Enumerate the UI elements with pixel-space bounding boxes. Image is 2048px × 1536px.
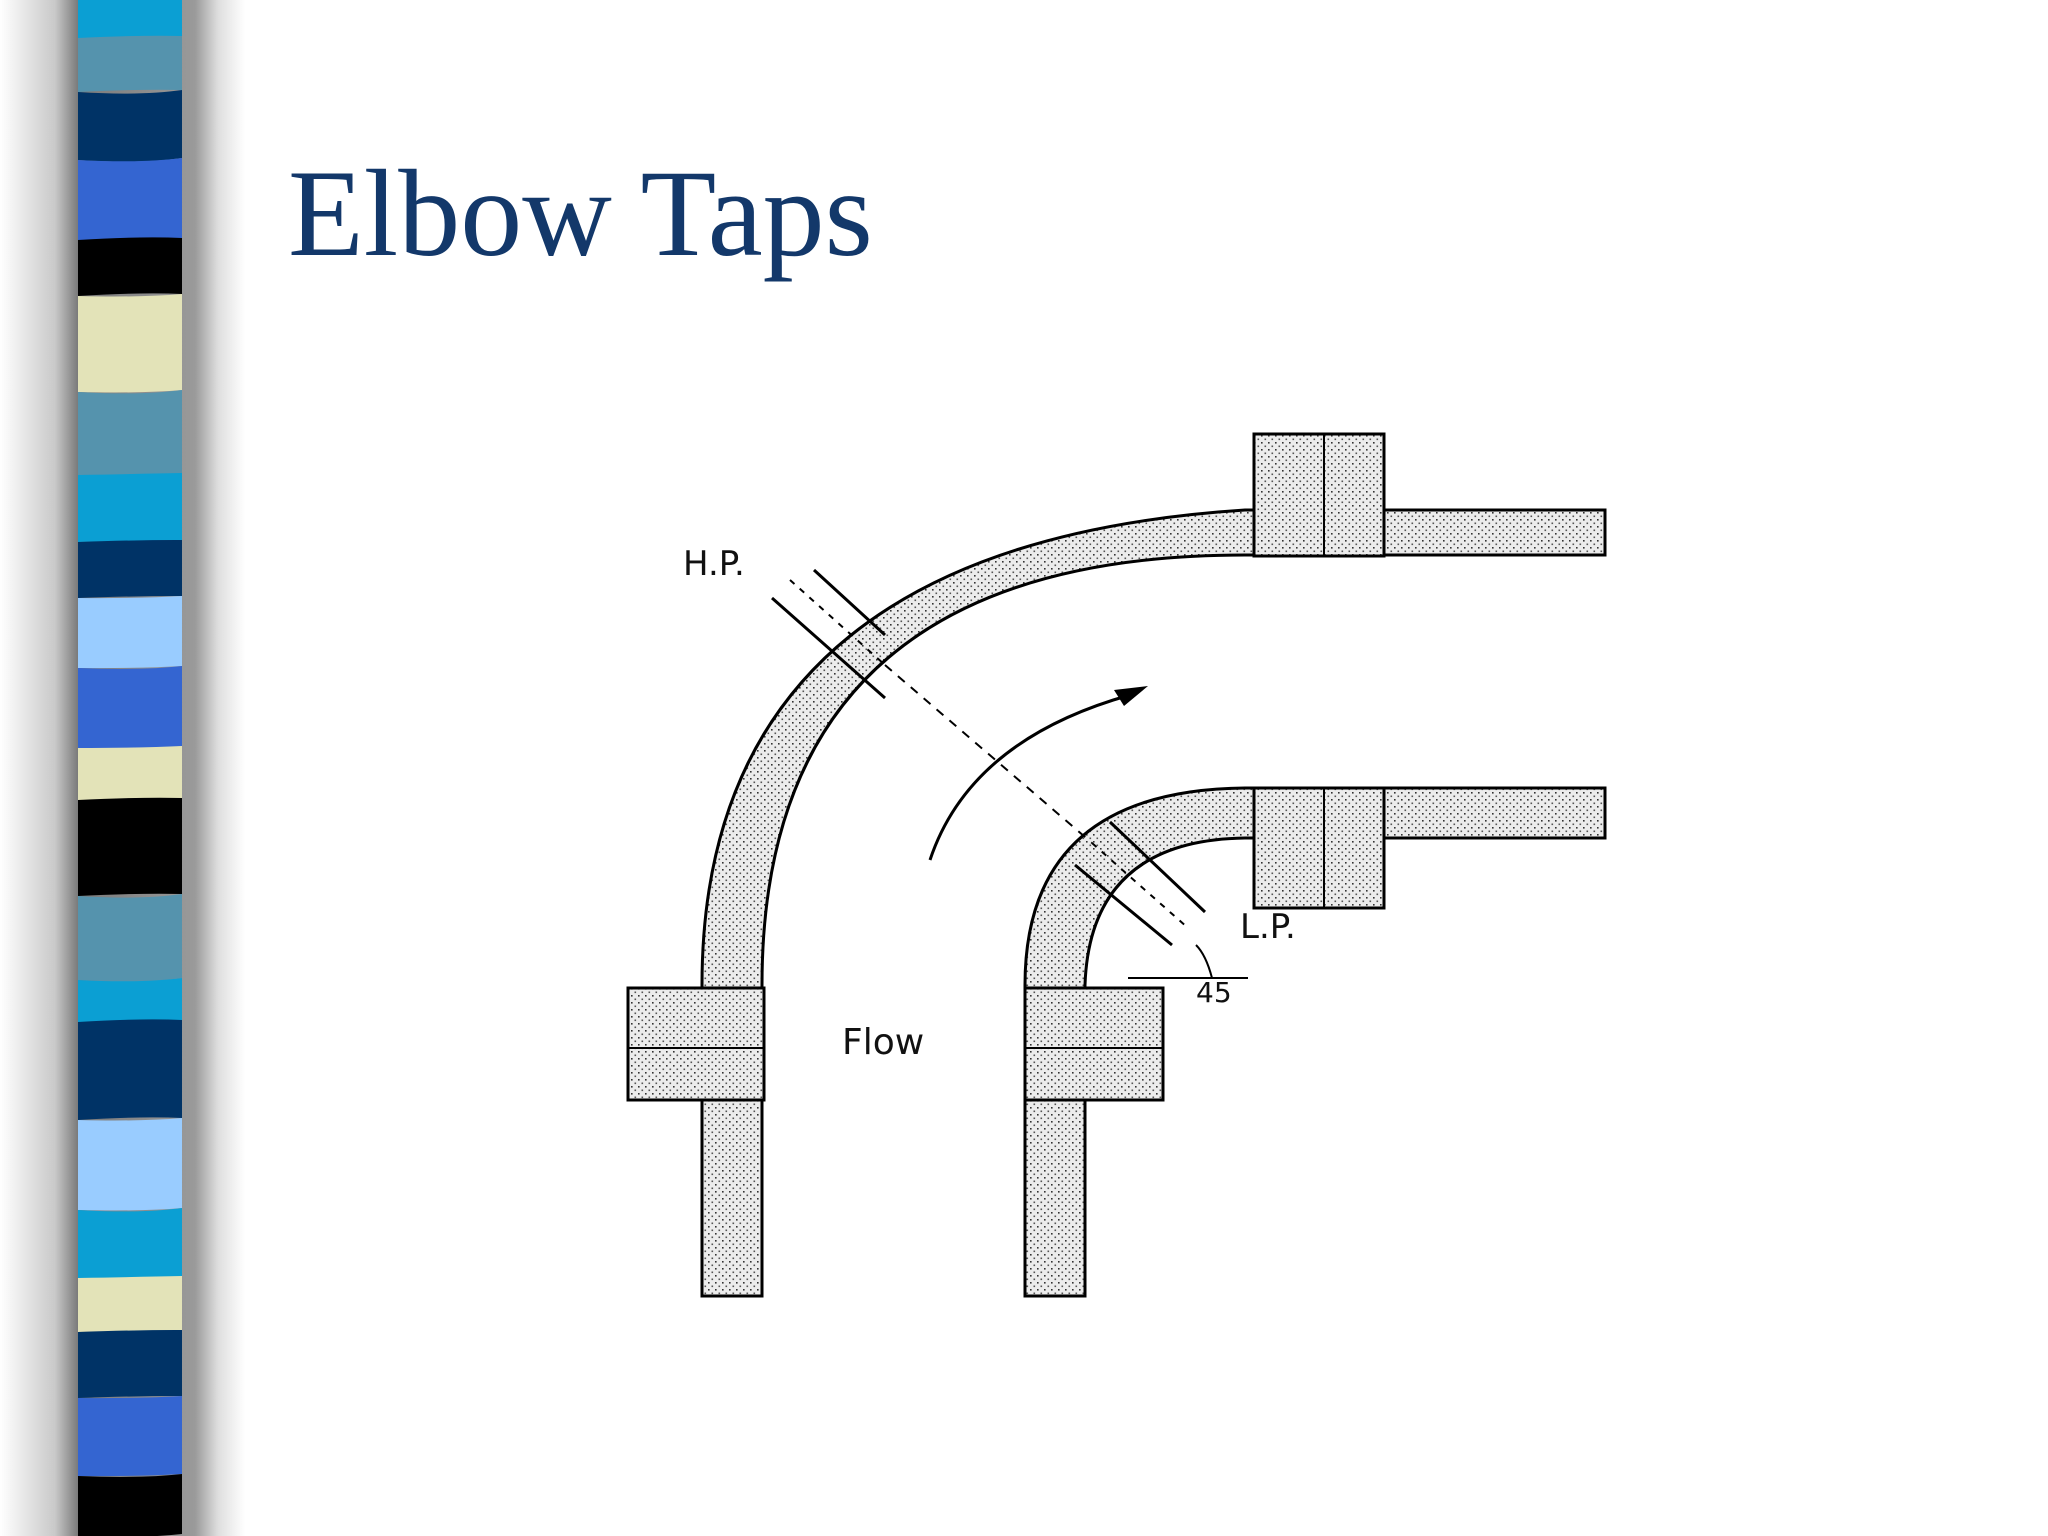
flow-arrow: [928, 693, 1131, 861]
flow-label: Flow: [842, 1022, 924, 1063]
stripe-segment: [78, 237, 182, 296]
stripe-segment: [78, 894, 182, 982]
outer-pipe-wall: [700, 508, 1607, 1298]
tap-axis-dashed-line: [884, 664, 1093, 844]
angle-label: 45: [1196, 976, 1232, 1009]
angle-arc: [1195, 944, 1213, 979]
stripe-segment: [78, 596, 182, 669]
stripe-segment: [78, 158, 182, 242]
stripe-segment: [78, 473, 182, 542]
bottom-left-flange: [626, 986, 766, 1102]
stripe-segment: [78, 746, 182, 800]
stripe-segment: [78, 1396, 182, 1477]
top-right-flange-lower: [1252, 786, 1386, 910]
stripe-segment: [78, 1474, 182, 1536]
decorative-stripe-band: [78, 0, 182, 1536]
high-pressure-label: H.P.: [683, 544, 745, 584]
low-pressure-label: L.P.: [1240, 907, 1296, 947]
inner-pipe-wall: [1023, 786, 1607, 1298]
stripe-segment: [78, 390, 182, 477]
low-pressure-tap: [1074, 820, 1207, 947]
stripe-segment: [78, 1208, 182, 1280]
stripe-segment: [78, 1118, 182, 1211]
stripe-segment: [78, 1276, 182, 1332]
stripe-segment: [78, 1329, 182, 1398]
stripe-segment: [78, 90, 182, 162]
stripe-segment: [78, 1019, 182, 1120]
stripe-segment: [78, 294, 182, 393]
top-right-flange-upper: [1252, 432, 1386, 558]
stripe-segment: [78, 978, 182, 1024]
stripe-segment: [78, 35, 182, 92]
high-pressure-tap: [771, 568, 887, 700]
flow-arrow-head: [1114, 686, 1148, 706]
stripe-segment: [78, 0, 182, 38]
stripe-segment: [78, 666, 182, 749]
stripe-segment: [78, 797, 182, 896]
slide-title: Elbow Taps: [288, 145, 873, 282]
bottom-right-flange: [1023, 986, 1165, 1102]
stripe-segment: [78, 539, 182, 598]
